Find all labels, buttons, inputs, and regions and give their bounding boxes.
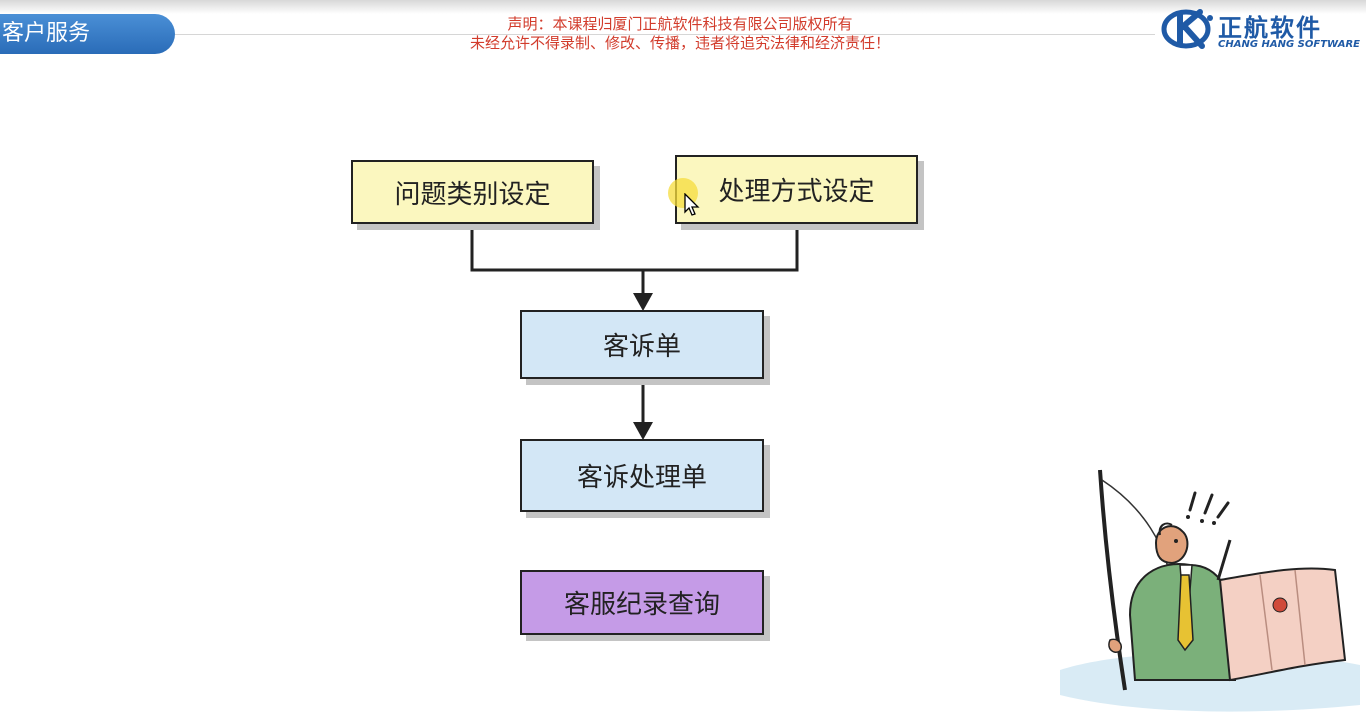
mouse-cursor-icon [684, 193, 700, 217]
node-complaint-order: 客诉单 [520, 310, 764, 379]
node-problem-category: 问题类别设定 [351, 160, 594, 224]
node-handling-method: 处理方式设定 [675, 155, 918, 224]
cartoon-illustration [1060, 465, 1360, 715]
arrowhead-complaint-order [633, 293, 653, 311]
node-service-record-query: 客服纪录查询 [520, 570, 764, 635]
arrowhead-handling-order [633, 422, 653, 440]
connector-handling-method [643, 224, 797, 270]
connector-problem-category [472, 224, 643, 270]
node-complaint-handling-order: 客诉处理单 [520, 439, 764, 512]
